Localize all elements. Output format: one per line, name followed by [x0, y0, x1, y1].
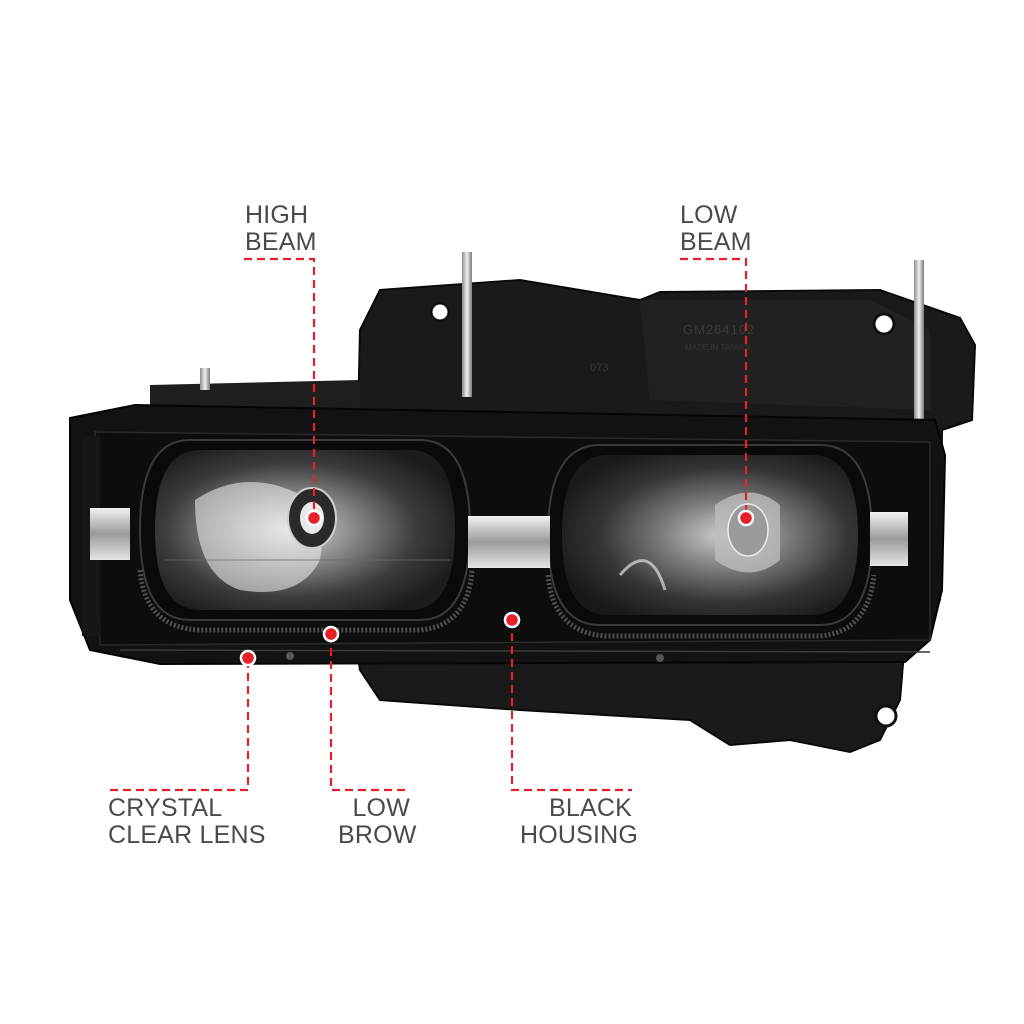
high-beam-label-line-1: HIGH: [245, 201, 309, 229]
callout-lines: [108, 257, 748, 792]
lens-edge: [119, 649, 931, 662]
chrome-accent-bars: [90, 508, 908, 568]
low-beam-label-line-2: BEAM: [680, 228, 752, 256]
low-brow-label-line-1: LOW: [352, 794, 410, 822]
black-housing-label-line-1: BLACK: [549, 794, 632, 822]
low-beam-label-line-1: LOW: [680, 201, 738, 229]
low-beam-dot: [737, 509, 755, 527]
adjuster-posts: [200, 252, 924, 420]
crystal-clear-lens-label: CRYSTAL CLEAR LENS: [108, 795, 266, 849]
black-housing-lead-line: [510, 620, 632, 792]
low-beam-lead-line: [680, 257, 748, 518]
black-housing-label-line-2: HOUSING: [520, 821, 639, 849]
high-beam-lead-line: [244, 257, 316, 518]
low-brow-dot: [322, 625, 340, 643]
callout-dots: [239, 509, 755, 667]
crystal-clear-lens-label-line-1: CRYSTAL: [108, 794, 223, 822]
origin-marking: MADE IN TAIWAN: [685, 343, 751, 352]
high-beam-bowl: [137, 439, 475, 633]
low-beam-label: LOW BEAM: [680, 202, 752, 256]
low-beam-bowl: [545, 444, 877, 639]
high-beam-label: HIGH BEAM: [245, 202, 317, 256]
low-brow-label: LOW BROW: [338, 794, 417, 849]
high-beam-label-line-2: BEAM: [245, 228, 317, 256]
black-housing-label: BLACK HOUSING: [520, 794, 639, 849]
date-code-marking: 073: [590, 362, 608, 374]
crystal-clear-lens-lead-line: [108, 660, 250, 792]
part-number-marking: GM264102: [683, 322, 755, 337]
crystal-clear-lens-dot: [239, 649, 257, 667]
low-brow-label-line-2: BROW: [338, 821, 417, 849]
crystal-clear-lens-label-line-2: CLEAR LENS: [108, 821, 266, 849]
black-housing-dot: [503, 611, 521, 629]
high-beam-dot: [305, 509, 323, 527]
